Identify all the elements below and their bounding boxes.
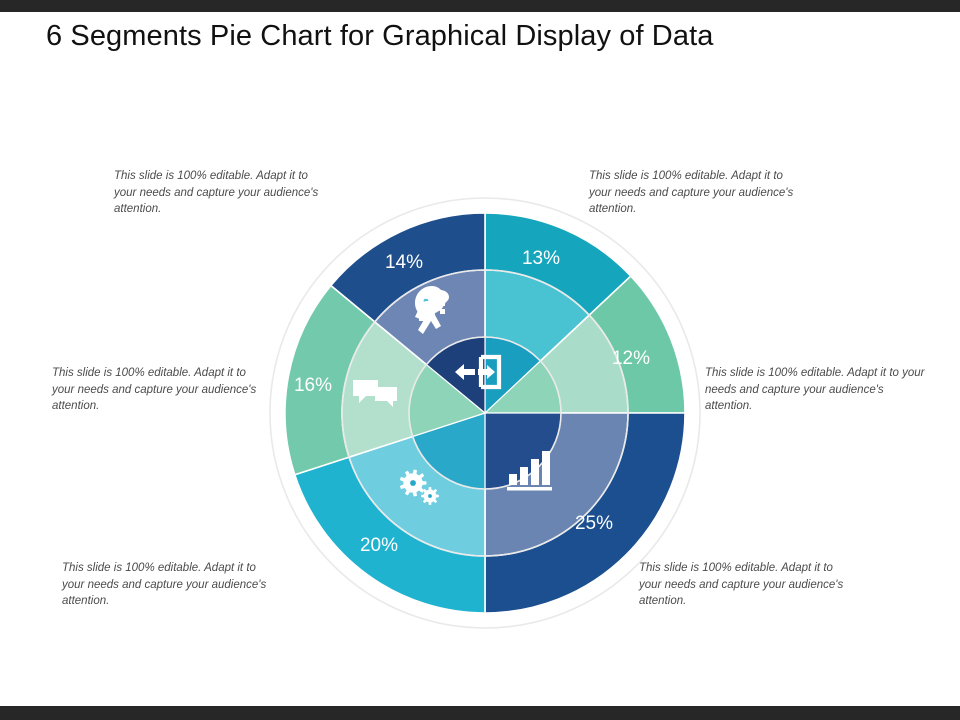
pie-label-5: 14% (385, 252, 423, 273)
pie-label-1: 12% (612, 348, 650, 369)
segment-labels: 13% 12% 25% 20% 16% 14% (294, 248, 650, 556)
pie-label-2: 25% (575, 513, 613, 534)
pie-label-4: 16% (294, 375, 332, 396)
gears-icon (399, 469, 439, 505)
pie-chart-svg[interactable]: 13% 12% 25% 20% 16% 14% (265, 193, 705, 633)
note-bottom-left: This slide is 100% editable. Adapt it to… (62, 562, 267, 607)
inner-guide-ring (408, 336, 562, 490)
note-mid-left: This slide is 100% editable. Adapt it to… (52, 367, 257, 412)
top-bar (0, 0, 960, 12)
bottom-bar (0, 706, 960, 720)
pie-chart[interactable]: 13% 12% 25% 20% 16% 14% (265, 193, 705, 633)
pie-label-0: 13% (522, 248, 560, 269)
chat-bubbles-icon (353, 380, 397, 407)
note-bottom-right: This slide is 100% editable. Adapt it to… (639, 562, 844, 607)
segment-icons (353, 286, 552, 505)
note-top-right: This slide is 100% editable. Adapt it to… (589, 170, 794, 215)
bar-chart-icon (507, 451, 552, 491)
walking-person-icon (415, 288, 443, 334)
note-top-left: This slide is 100% editable. Adapt it to… (114, 170, 319, 215)
pie-label-3: 20% (360, 535, 398, 556)
note-mid-right: This slide is 100% editable. Adapt it to… (705, 367, 925, 412)
logout-icon (455, 354, 502, 390)
middle-guide-ring (341, 269, 629, 557)
outer-guide-ring (269, 197, 701, 629)
page-title: 6 Segments Pie Chart for Graphical Displ… (46, 20, 714, 52)
